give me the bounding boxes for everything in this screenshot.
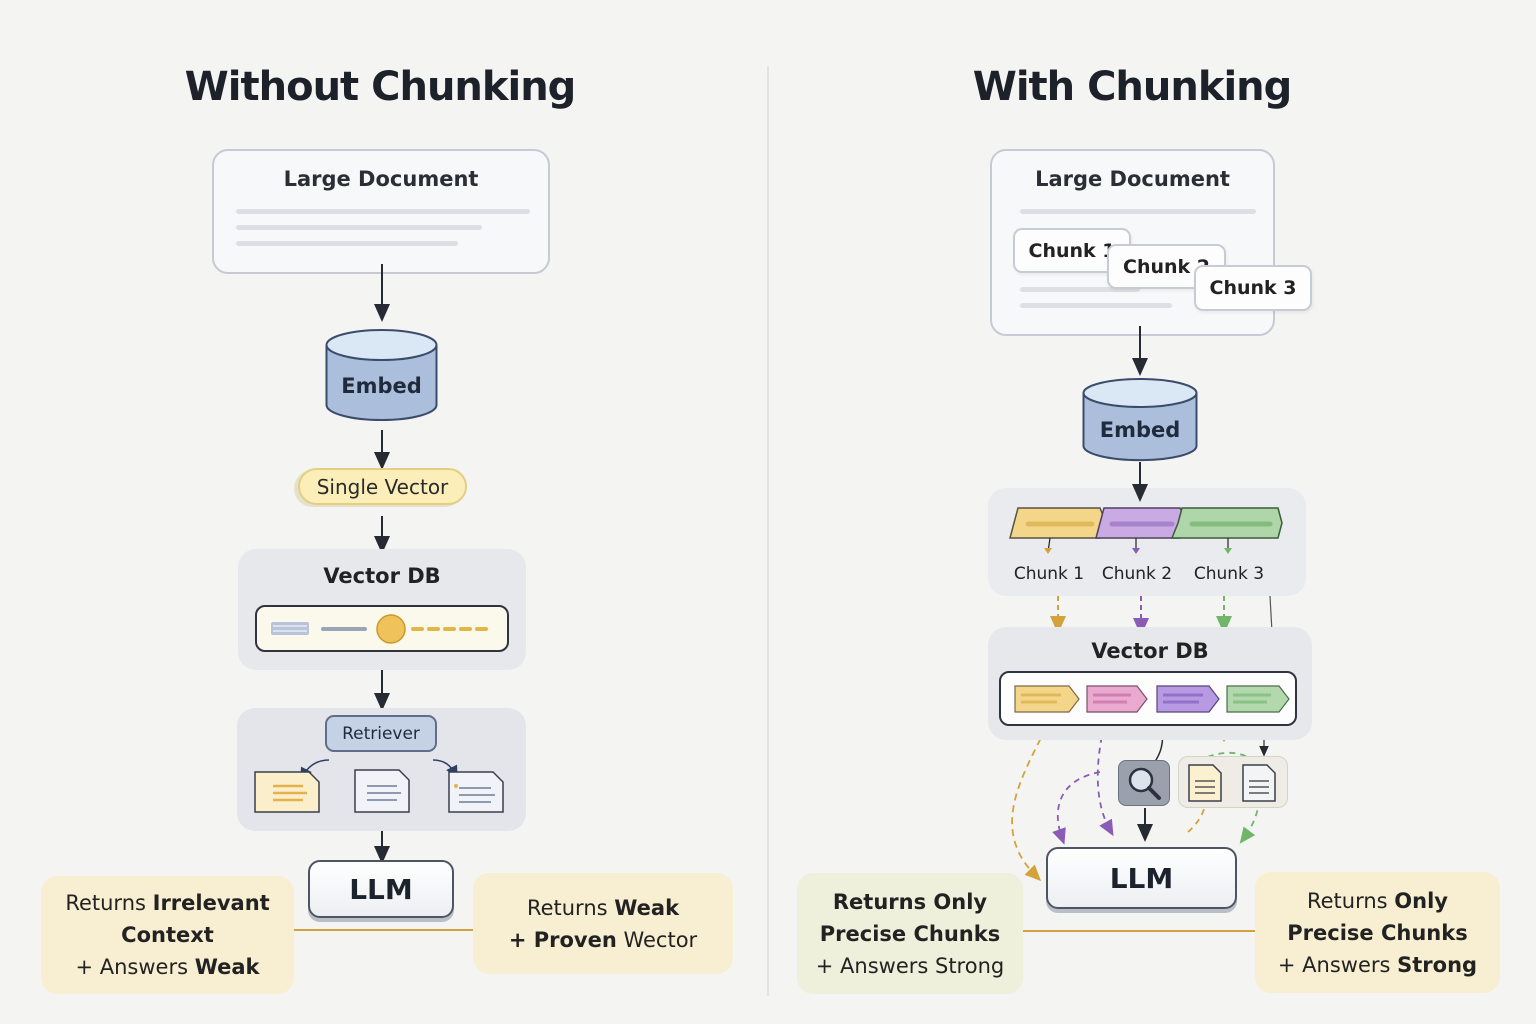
result-text: Wector [616,927,698,952]
retriever-docs [254,759,504,813]
right-llm-box: LLM [1046,847,1237,909]
right-vector-db-panel: Vector DB [988,627,1312,740]
result-text: + Answers Strong [815,953,1005,978]
text-line [1020,303,1172,308]
text-line [1020,209,1256,214]
result-bold: Weak [614,895,680,920]
divider [767,66,769,996]
retrieved-docs [1178,756,1288,808]
left-vector-db-panel: Vector DB [238,549,526,670]
retriever-label: Retriever [325,715,437,752]
left-result-irrelevant: Returns Irrelevant Context + Answers Wea… [41,876,294,994]
result-bold: Weak [194,955,260,979]
left-embed-label: Embed [341,374,422,398]
chunk-vectors [1009,507,1283,554]
vector-label-chunk-1: Chunk 1 [1013,564,1085,584]
curved-arrow-purple-2 [1096,725,1114,837]
search-icon [1118,760,1170,806]
curved-arrow-gold [1011,727,1047,882]
right-result-strong: Returns Only Precise Chunks + Answers St… [1255,872,1500,993]
left-title: Without Chunking [184,64,577,110]
curved-arrow-gold-2 [1187,775,1214,833]
result-bold: Precise Chunks [819,921,1001,946]
vector-db-row [255,605,509,652]
left-embed-cylinder: Embed [325,327,438,422]
single-vector-pill: Single Vector [298,468,467,505]
result-bold: Irrelevant [152,891,270,915]
retriever-panel: Retriever [237,708,526,831]
vector-label-chunk-3: Chunk 3 [1193,564,1265,584]
right-result-precise: Returns Only Precise Chunks + Answers St… [797,873,1023,994]
result-text: + Answers [1277,952,1398,977]
result-bold: + Proven [508,927,617,952]
result-text: Returns [1306,888,1395,913]
thin-connector [1269,595,1273,633]
text-line [236,209,530,214]
result-bold: Precise Chunks [1287,920,1468,945]
left-vector-db-title: Vector DB [323,564,441,588]
result-bold: Returns Only [832,889,988,914]
result-text: Returns [526,895,615,920]
right-document-title: Large Document [1035,167,1230,191]
left-document-title: Large Document [283,167,479,191]
left-large-document: Large Document [212,149,550,274]
right-vector-db-row [999,671,1297,726]
result-bold: Context [121,923,214,947]
result-bold: Strong [1397,952,1478,977]
right-embed-label: Embed [1099,418,1181,442]
right-title: With Chunking [972,64,1293,110]
text-line [236,225,482,230]
left-llm-box: LLM [308,860,454,918]
result-bold: Only [1394,888,1448,913]
left-result-weak: Returns Weak + Proven Wector [473,873,733,974]
chunk-vectors-panel: Chunk 1 Chunk 2 Chunk 3 [988,488,1306,596]
curved-arrow-purple-1 [1052,771,1101,845]
result-text: Returns [65,891,153,915]
text-line [236,241,458,246]
text-line [1020,287,1140,292]
vector-label-chunk-2: Chunk 2 [1101,564,1173,584]
result-text: + Answers [75,955,195,979]
doc-chunk-3: Chunk 3 [1194,265,1312,311]
right-vector-db-title: Vector DB [1091,639,1209,663]
right-embed-cylinder: Embed [1082,376,1198,462]
